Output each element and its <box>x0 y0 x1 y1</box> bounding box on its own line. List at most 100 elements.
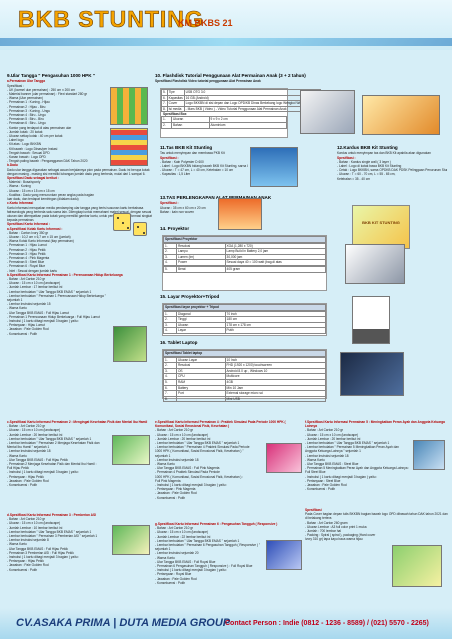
spec-row: - Ular Tangga BKB EMAS : Full Hijau Peki… <box>7 546 68 551</box>
spec-row: - Lembar Instruksi sejumlah 18 <box>155 457 199 462</box>
section-10: 10. Flashdisk Tutorial Penggunaan Alat P… <box>155 73 450 84</box>
section-9b-rows: - Material : Busa/sponly- Warna : Kuning… <box>7 180 109 201</box>
table-cell: 405 gram <box>224 266 327 273</box>
card-set-2-image <box>112 435 150 465</box>
spec-row: - Permainan 6 : Royal Blue <box>7 264 46 269</box>
spec-row: - Warna Kartu <box>7 542 27 547</box>
spec-row: - Lembar Instruksi sejumlah 20 <box>155 551 199 556</box>
spec-row: - Lembar Instruksi sejumlah 18 <box>7 449 51 454</box>
table-cell: 70 inch <box>224 310 327 318</box>
spec-row: 1000 HPK ( Komunikasi, Sosial Emosional … <box>155 449 244 454</box>
spec-row: - Lembar berbulatan " Ular Tangga BKB EM… <box>155 441 240 446</box>
spec-row: - Instruksi ( 1 kartu dibagi menjadi 3 b… <box>7 318 80 323</box>
table-row: 8.Mini USB <box>163 395 327 403</box>
spec-row: - Pertanyaan : Hijau Lumut <box>7 323 45 328</box>
table-row: 3.Lumen (lm)30,000 jam <box>163 253 327 261</box>
spec-row: - Label : Logo BKKBN bidang bawah BKB Ki… <box>160 164 248 169</box>
box-spec-label: Spesifikasi Box <box>163 112 187 117</box>
section-9cd-rows: - Bahan : Art Carton 210 gr- Ukuran : 15… <box>7 517 155 572</box>
table-cell: 2. <box>163 316 177 323</box>
spec-row: - Permainan 2 Menjaga Kesehatan Fisik da… <box>7 462 97 467</box>
table-cell <box>175 395 226 403</box>
book-image <box>392 545 442 587</box>
section-10-sub: Spesifikasi Flashdisk Video tutorial pen… <box>155 79 261 84</box>
spec-row: - Lembar berbulatan " Ular Tangga BKB EM… <box>7 289 92 294</box>
spec-row: - Ukuran : 15 cm x 10 cm (landscape) <box>155 432 209 437</box>
section-9cb-rows: - Bahan : Art Carton 210 gr- Ukuran : 15… <box>7 277 155 336</box>
spec-row: - Permainan 2 : Hijau - Biru <box>7 104 46 109</box>
table-cell: 6. <box>163 384 177 392</box>
section-10-title: 10. Flashdisk Tutorial Penggunaan Alat P… <box>155 73 306 78</box>
spec-row: - Label : Logo di kotak bawa BKB Kit Stu… <box>337 164 402 169</box>
card-set-3-image <box>112 525 150 555</box>
snake-ladder-board-image-2 <box>110 128 148 166</box>
spec-row: - Ukuran : T = 47 cm, L = 40 cm, Ketebal… <box>160 168 234 173</box>
spec-row: - Ular Tangga BKB EMAS : Full Royal Blue <box>155 559 216 564</box>
spec-row: - Permainan 2 : Hijau Pekik <box>7 247 46 252</box>
equipment-bag-image <box>218 198 262 230</box>
spec-row: - Instruksi ( 1 kartu dibagi menjadi 3 b… <box>7 555 80 560</box>
spec-row: Full Hijau Pekik <box>7 466 29 471</box>
contact-person: Contact Person : Indie (0812 - 1236 - 85… <box>225 620 429 627</box>
spec-row: 1000 HPK ( Komunikasi, Sosial Emosional … <box>155 474 244 479</box>
section-9cd: d.Spesifikasi Kartu Informasi Permainan … <box>7 513 155 572</box>
spec-row: - Lembar Instruksi sejumlah 15 <box>7 302 51 307</box>
spec-row: luar dadu, dan terdapat kemiringan (dida… <box>7 197 79 202</box>
spec-row: - Ular Tangga BKB EMAS : Full Hijau Lumu… <box>7 310 69 315</box>
table-cell: 1. <box>163 356 177 364</box>
table-cell: 5. <box>163 379 177 386</box>
spec-row: - Permainan 1 Perencanaan Hidup Berkelua… <box>7 314 100 319</box>
spec-row: - Lembar berbulatan " Permainan 4 Prakte… <box>155 445 250 450</box>
spec-row: - UK (karmel ular permainan) : 250 cm x … <box>7 87 76 92</box>
spec-row: - Ukuran Lembar : A3 full color print 1 … <box>305 524 367 529</box>
spec-row: - Instruksi ( 1 kartu dibagi menjadi 3 b… <box>155 483 228 488</box>
spec-row: - Kapasitas : 1,5 Liter <box>160 172 191 177</box>
spec-row: - Konsekuensi : Putih <box>155 580 186 585</box>
tote-bag-image <box>250 147 298 187</box>
section-9ce-rows: - Bahan : Art Carton 210 gr- Ukuran : 15… <box>155 428 305 499</box>
table-cell: 5. <box>163 266 177 273</box>
section-12-title: 12.Kardus BKB Kit Stunting <box>337 145 398 150</box>
section-15-title: 15. Layar Proyektor+Tripod <box>160 294 220 299</box>
spec-row: - Pertanyaan : Royal Blue <box>155 572 192 577</box>
section-9cc: c.Spesifikasi Kartu Informasi Permainan … <box>7 420 155 487</box>
section-12-rows: - Bahan : Kardus single wall ( 3 layer )… <box>337 160 447 181</box>
spec-row: - Warna (Ular permainan) <box>7 96 44 101</box>
spec-row: - Permainan 3 : Hijau Pekik <box>7 251 46 256</box>
spec-row: - Ukuran setiap kotak : 40 cm per kotak <box>7 134 63 139</box>
dice-image <box>113 213 131 231</box>
company-name: CV.ASAKA PRIMA | DUTA MEDIA GROUP <box>16 617 231 629</box>
section-9ca-title: a.Spesifikasi Kotak Kartu Informasi : <box>7 226 63 231</box>
table-cell: 2. <box>163 362 177 369</box>
tablet-spec-header: Spesifikasi Tablet laptop <box>163 350 326 357</box>
spec-row: - Kualitas : Dadu yang menurunkan peran … <box>7 192 95 197</box>
spec-row: Ukuran : 35 cm x 60 cm x 20 cm <box>160 205 206 210</box>
spec-row: - Konsekuensi : Putih <box>7 483 38 488</box>
table-cell: Aluminium <box>208 122 287 129</box>
cardboard-box-label: BKB KIT STUNTING <box>362 220 400 225</box>
table-cell: Putih <box>224 327 327 334</box>
table-cell: 30,000 jam <box>224 253 327 261</box>
section-9: 9.Ular Tangga " Pengasuhan 1000 HPK " a.… <box>7 73 155 336</box>
section-9b-spec: Spesifikasi Dadu sebagai berikut : <box>7 176 59 181</box>
spec-row: sejumlah 1 <box>155 547 171 552</box>
spec-row: - Jawaban : Pale Golden Rod <box>7 563 49 568</box>
section-9c-title: c.Kartu Informasi <box>7 201 34 206</box>
section-9-title: 9.Ular Tangga " Pengasuhan 1000 HPK " <box>7 73 96 78</box>
spec-row: - Permainan 3 : Kuning - Ungu <box>7 108 51 113</box>
spec-row: - Jawaban : Pale Golden Rod <box>305 483 347 488</box>
section-9cf: f.Spesifikasi Kartu Informasi Permainan … <box>305 420 450 491</box>
spec-row: - Packing : Spiral ( spiral ), packaging… <box>305 533 376 538</box>
spec-row: - Material banner (ular permainan) : Fle… <box>7 92 88 97</box>
spec-row: - Jumlah Lembar : 22 lembar berikut ini <box>155 534 211 539</box>
section-pion-text: Pada Cover bagian depan tulis BKKBN bagi… <box>305 512 448 521</box>
spec-row: - Ukuran : 10,2 cm x 6,7 cm x 15 cm (jum… <box>7 234 71 239</box>
spec-row: - Warna Kotak Kartu Informasi (tiap perm… <box>7 239 74 244</box>
projector-image <box>345 244 405 284</box>
section-9cc-title: c.Spesifikasi Kartu Informasi Permainan … <box>7 420 148 424</box>
